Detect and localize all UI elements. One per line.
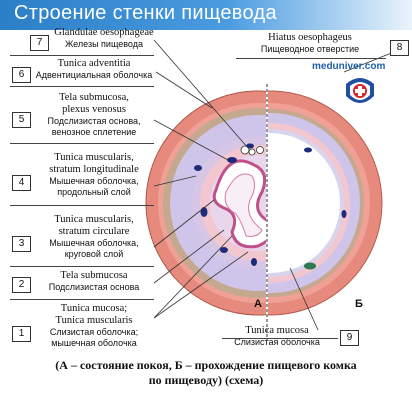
label-3-russian-2: круговой слой [64, 249, 124, 259]
separator [10, 55, 154, 56]
caption-line-1: (А – состояние покоя, Б – прохождение пи… [55, 358, 357, 372]
label-5-latin-2: plexus venosus [62, 104, 126, 115]
separator [10, 299, 154, 300]
label-number-5: 5 [12, 112, 31, 128]
label-7: Glandulae oesophageae Железы пищевода [54, 27, 154, 50]
title-bar: Строение стенки пищевода [0, 0, 412, 30]
label-3-latin-2: stratum circulare [58, 226, 130, 237]
label-1-russian-1: Слизистая оболочка; [49, 327, 139, 337]
label-8: Hiatus oesophageus Пищеводное отверстие [232, 32, 388, 55]
label-1-russian-2: мышечная оболочка [51, 338, 137, 348]
label-9-latin: Tunica mucosa [245, 325, 309, 336]
separator [10, 266, 154, 267]
panel-b-cross-section [268, 90, 383, 316]
panel-b-label: Б [355, 298, 363, 310]
label-6-latin: Tunica adventitia [57, 58, 131, 69]
label-1-latin-1: Tunica mucosa; [60, 303, 128, 314]
label-1-latin-2: Tunica muscularis [55, 315, 133, 326]
separator [222, 338, 338, 339]
label-5-russian-1: Подслизистая основа, [47, 116, 141, 126]
label-8-russian: Пищеводное отверстие [260, 44, 360, 54]
label-number-3: 3 [12, 236, 31, 252]
label-7-latin: Glandulae oesophageae [54, 27, 154, 38]
label-4-latin-1: Tunica muscularis, [54, 152, 134, 163]
label-2-latin: Tela submucosa [60, 270, 128, 281]
label-4-russian-1: Мышечная оболочка, [49, 176, 139, 186]
separator [236, 58, 386, 59]
label-3-latin-1: Tunica muscularis, [54, 214, 134, 225]
label-6: Tunica adventitia Адвентициальная оболоч… [34, 58, 154, 81]
label-5-russian-2: венозное сплетение [51, 127, 137, 137]
figure-caption: (А – состояние покоя, Б – прохождение пи… [0, 358, 412, 388]
label-8-latin: Hiatus oesophageus [268, 32, 352, 43]
label-4: Tunica muscularis, stratum longitudinale… [34, 152, 154, 198]
label-9: Tunica mucosa Слизистая оболочка [222, 325, 332, 348]
site-name: meduniver.com [312, 61, 386, 72]
label-1: Tunica mucosa; Tunica muscularis Слизист… [34, 303, 154, 349]
label-5: Tela submucosa, plexus venosus Подслизис… [34, 92, 154, 138]
label-number-2: 2 [12, 277, 31, 293]
panel-a-cross-section [145, 90, 266, 316]
label-number-4: 4 [12, 175, 31, 191]
label-9-russian: Слизистая оболочка [234, 337, 320, 347]
label-6-russian: Адвентициальная оболочка [35, 70, 153, 80]
label-2-russian: Подслизистая основа [48, 282, 140, 292]
label-number-9: 9 [340, 330, 359, 346]
label-3: Tunica muscularis, stratum circulare Мыш… [34, 214, 154, 260]
separator [10, 86, 154, 87]
site-logo-icon [346, 78, 374, 103]
caption-line-2: по пищеводу) (схема) [148, 373, 264, 387]
separator [10, 205, 154, 206]
page-title: Строение стенки пищевода [14, 2, 277, 24]
label-2: Tela submucosa Подслизистая основа [34, 270, 154, 293]
label-3-russian-1: Мышечная оболочка, [49, 238, 139, 248]
label-number-8: 8 [390, 40, 409, 56]
label-5-latin-1: Tela submucosa, [59, 92, 129, 103]
label-number-6: 6 [12, 67, 31, 83]
label-number-7: 7 [30, 35, 49, 51]
label-number-1: 1 [12, 326, 31, 342]
label-4-latin-2: stratum longitudinale [49, 164, 139, 175]
panel-a-label: А [254, 298, 262, 310]
separator [10, 143, 154, 144]
label-4-russian-2: продольный слой [57, 187, 131, 197]
label-7-russian: Железы пищевода [64, 39, 144, 49]
